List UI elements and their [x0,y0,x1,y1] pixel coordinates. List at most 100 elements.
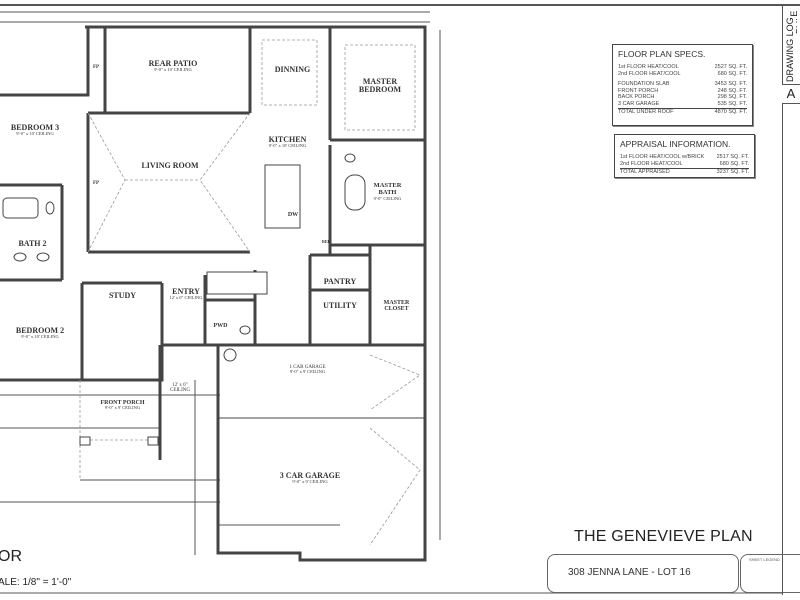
spec-label: FOUNDATION SLAB [618,81,670,87]
spec-label: TOTAL UNDER ROOF [618,109,674,115]
room-note: 9'-0" x 10' CEILING [21,334,59,340]
spec-label: 3 CAR GARAGE [618,100,660,107]
fixture-label: FP [92,65,100,70]
room-name: DINNING [274,65,311,74]
room-name: REAR PATIO [148,59,198,68]
room-study: STUDY [100,291,145,300]
spec-label: 2nd FLOOR HEAT/COOL [618,70,681,77]
room-living-room: LIVING ROOM [140,161,200,170]
ceiling-line [199,112,251,253]
room-pwd: PWD [208,323,233,329]
room-utility: UTILITY [315,301,365,310]
room-pantry: PANTRY [315,277,365,286]
spec-label: BACK PORCH [618,94,655,100]
room-name: UTILITY [323,301,357,310]
fixture-label: REF [322,239,330,244]
toilet [239,325,251,335]
room-master-closet: MASTER CLOSET [374,300,419,313]
stairs [206,271,268,295]
garage-door [369,427,421,546]
appraisal-value: 3237 SQ. FT. [716,169,749,175]
room-name: PWD [213,323,228,329]
sheet-legend-label: SHEET LEGEND [749,557,780,562]
room-name: PANTRY [323,277,357,286]
spec-label: 1st FLOOR HEAT/COOL [618,64,679,70]
room-name: 1 CAR GARAGE [289,365,326,370]
room-bath-2: BATH 2 [10,239,55,248]
room-name: MASTER BATH [373,182,402,196]
exterior-wall [0,343,205,382]
sink [36,252,50,262]
appraisal-label: 2nd FLOOR HEAT/COOL [620,160,683,167]
spec-row: 1st FLOOR HEAT/COOL 2527 SQ. FT. [618,64,747,71]
appraisal-info-box: APPRAISAL INFORMATION. 1st FLOOR HEAT/CO… [614,134,755,178]
room-name: BEDROOM 2 [15,326,65,335]
bathtub [2,197,39,219]
spec-value: 2527 SQ. FT. [714,64,747,70]
room-name: BATH 2 [18,239,47,248]
appraisal-title: APPRAISAL INFORMATION. [620,139,731,149]
spec-total-row: TOTAL UNDER ROOF 4870 SQ. FT. [618,108,747,116]
appraisal-total-row: TOTAL APPRAISED 3237 SQ. FT. [620,168,749,176]
spec-row: FOUNDATION SLAB 3453 SQ. FT. [618,81,747,88]
spec-value: 298 SQ. FT. [717,94,747,100]
tray-ceiling [261,39,318,106]
room-note: 12' x 0" CEILING [169,295,203,301]
drawing-log-strip [782,5,800,595]
spec-label: FRONT PORCH [618,87,659,94]
room-name: LIVING ROOM [141,161,199,170]
drawing-log-label: DRAWING LOG [785,17,796,82]
floor-label: OR [0,548,22,565]
fireplace-label: FP [90,181,102,186]
fireplace-label: FP [90,65,102,70]
room-name: BEDROOM 3 [10,123,60,132]
toilet [45,201,55,215]
address-box: 308 JENNA LANE - LOT 16 [547,554,739,593]
specs-title: FLOOR PLAN SPECS. [618,49,706,59]
spec-value: 4870 SQ. FT. [714,109,747,115]
scale-label: ALE: 1/8" = 1'-0" [0,577,72,588]
room-note: 9'-0" x 10' CEILING [16,131,54,137]
fixture-label: DW [287,212,299,218]
room-note: 9'-0" CEILING [373,195,402,201]
sink [13,252,27,262]
revision-letter: A [782,84,800,104]
foyer-ceiling-note: 12' x 0" CEILING [165,383,195,394]
appraisal-value: 680 SQ. FT. [719,160,749,167]
exterior-wall [85,25,427,562]
room-name: 3 CAR GARAGE [279,471,341,480]
sheet-legend-box: SHEET LEGEND [740,554,800,593]
floor-plan-specs-box: FLOOR PLAN SPECS. 1st FLOOR HEAT/COOL 252… [612,44,753,126]
bathtub [344,174,366,211]
tray-ceiling [344,44,416,131]
address: 308 JENNA LANE - LOT 16 [568,567,691,578]
room-note: 9'-0" x 10' CEILING [268,143,307,149]
room-note: 12' x 0" CEILING [170,383,190,394]
room-name: STUDY [108,291,137,300]
spec-value: 3453 SQ. FT. [714,81,747,87]
room-name: KITCHEN [268,135,307,144]
fixture-label: FP [92,181,100,186]
appraisal-row: 2nd FLOOR HEAT/COOL 680 SQ. FT. [620,161,749,168]
room-name: MASTER BEDROOM [358,77,402,95]
porch-column [147,436,159,446]
room-note: 9'-0" x 10' CEILING [154,67,192,73]
exterior-wall [0,27,90,97]
room-note: 9'-0" x 9' CEILING [292,479,328,485]
appraisal-label: TOTAL APPRAISED [620,169,670,175]
dishwasher-label: DW [286,212,300,218]
toilet [344,153,356,163]
refrigerator-label: REF [320,239,332,244]
room-note: 9'-0" x 9' CEILING [289,369,326,375]
